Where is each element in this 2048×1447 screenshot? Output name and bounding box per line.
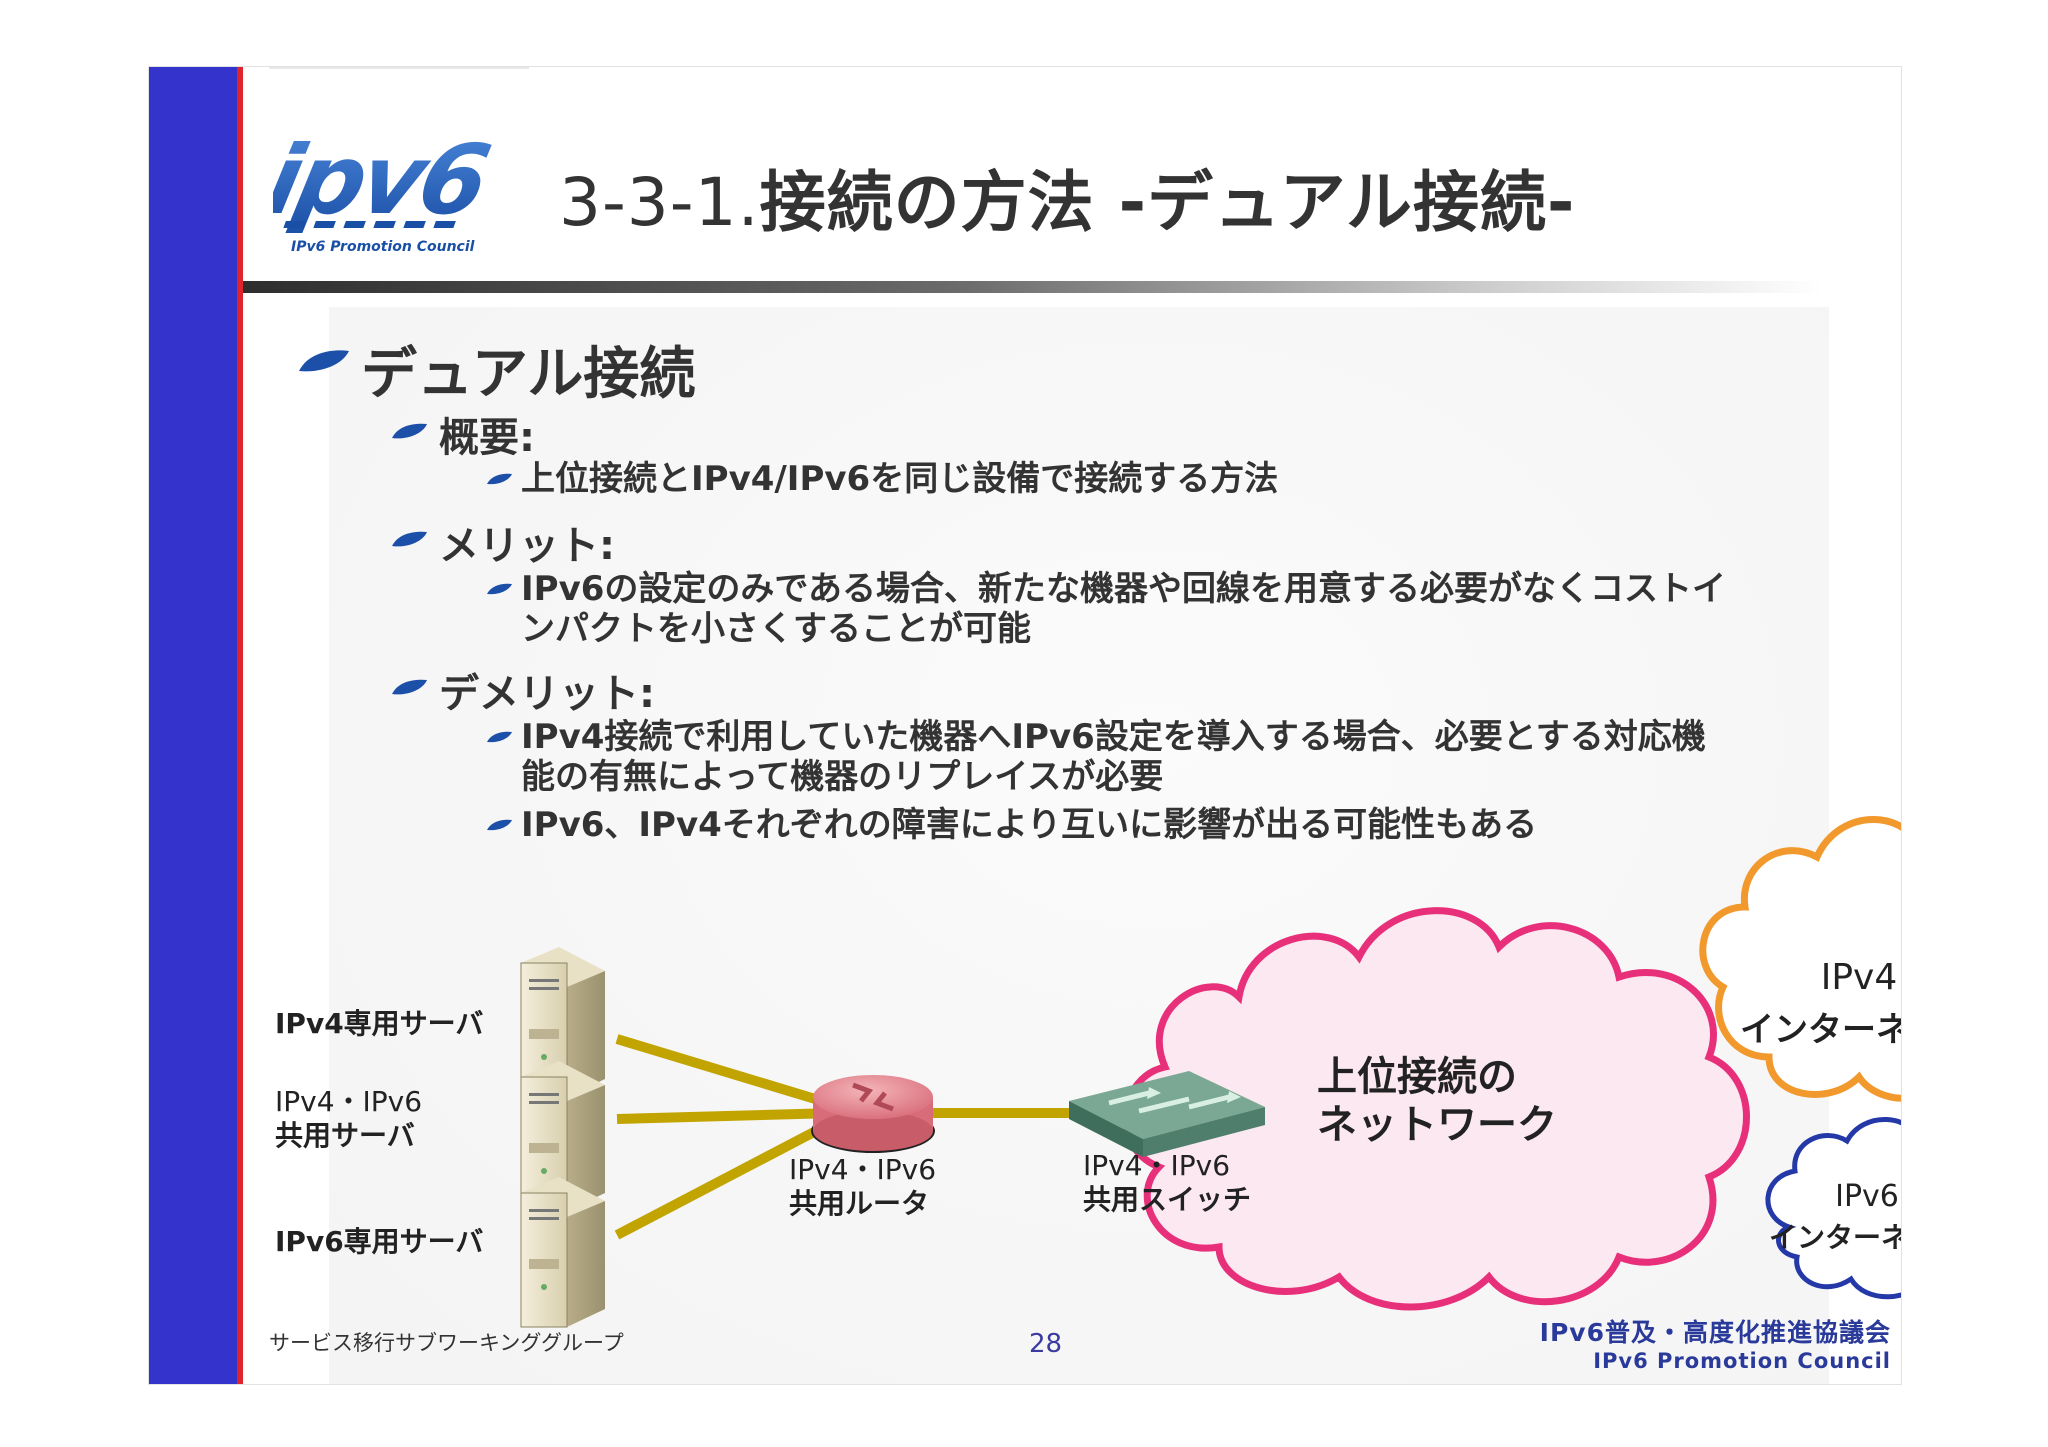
section-label: デメリット: [439, 671, 655, 717]
label-line: ネットワーク [1317, 1102, 1557, 1148]
footer-organization: IPv6普及・高度化推進協議会 IPv6 Promotion Council [1540, 1313, 1891, 1373]
bullet-leaf-icon [487, 473, 512, 485]
label-router: IPv4・IPv6 共用ルータ [789, 1153, 936, 1221]
bullet-line: 上位接続とIPv4/IPv6を同じ設備で接続する方法 [521, 459, 1279, 499]
router-icon [811, 1075, 935, 1153]
label-upstream-network: 上位接続の ネットワーク [1317, 1053, 1557, 1149]
bullet-leaf-icon [392, 531, 427, 547]
top-thin-line [269, 67, 529, 69]
upstream-cloud [1122, 907, 1750, 1311]
link-server3-router [614, 1116, 838, 1240]
section-overview: 概要: [392, 405, 535, 463]
label-line: 上位接続の [1317, 1054, 1517, 1100]
bullet-leaf-icon [392, 679, 427, 695]
bullet-line: IPv4接続で利用していた機器へIPv6設定を導入する場合、必要とする対応機 [521, 717, 1706, 757]
bullet-leaf-icon [392, 423, 427, 439]
ipv6-internet-cloud [1765, 1117, 1901, 1300]
heading-text: デュアル接続 [361, 342, 696, 407]
server-3-icon [520, 1177, 605, 1328]
link-server2-router [616, 1108, 836, 1124]
label-ipv6-server: IPv6専用サーバ [275, 1225, 484, 1258]
bullet-item: IPv4接続で利用していた機器へIPv6設定を導入する場合、必要とする対応機 能… [487, 717, 1706, 797]
label-line: IPv4・IPv6 [1083, 1149, 1231, 1182]
logo-wordmark: ipv6 [273, 141, 497, 236]
bullet-line: IPv6、IPv4それぞれの障害により互いに影響が出る可能性もある [521, 805, 1538, 845]
bullet-item: IPv6の設定のみである場合、新たな機器や回線を用意する必要がなくコストイ ンパ… [487, 569, 1727, 649]
link-server1-router [615, 1034, 837, 1110]
label-line: 共用サーバ [275, 1119, 415, 1152]
label-line: IPv4・IPv6 [789, 1153, 937, 1186]
bullet-leaf-icon [299, 350, 349, 372]
heading-dual-connection: デュアル接続 [299, 329, 696, 410]
section-label: メリット: [439, 523, 615, 569]
page-title: 3-3-1.接続の方法 -デュアル接続- [559, 149, 1575, 245]
bullet-line: ンパクトを小さくすることが可能 [521, 609, 1031, 649]
ipv4-internet-cloud [1699, 816, 1901, 1102]
title-main: 接続の方法 -デュアル接続- [759, 164, 1576, 241]
link-lines [614, 1034, 1079, 1240]
title-rule [243, 281, 1823, 293]
network-diagram [520, 816, 1901, 1328]
section-demerit: デメリット: [392, 661, 655, 719]
label-line: インターネット [1740, 1010, 1901, 1050]
label-line: 共用ルータ [789, 1187, 930, 1220]
org-name-jp: IPv6普及・高度化推進協議会 [1539, 1318, 1891, 1347]
bullet-line: IPv6の設定のみである場合、新たな機器や回線を用意する必要がなくコストイ [521, 569, 1727, 609]
bullet-leaf-icon [487, 819, 512, 831]
left-red-line [237, 67, 243, 1384]
switch-icon [1069, 1071, 1265, 1157]
org-name-en: IPv6 Promotion Council [1593, 1349, 1891, 1373]
ipv6-logo: ipv6 IPv6 Promotion Council [273, 141, 497, 255]
slide: ipv6 IPv6 Promotion Council 3-3-1.接続の方法 … [148, 66, 1902, 1385]
page-number: 28 [1029, 1329, 1063, 1359]
left-blue-bar [149, 67, 237, 1384]
logo-subtext: IPv6 Promotion Council [291, 239, 475, 255]
label-shared-server: IPv4・IPv6 共用サーバ [275, 1085, 422, 1153]
bullet-item: 上位接続とIPv4/IPv6を同じ設備で接続する方法 [487, 459, 1279, 499]
label-ipv4-server: IPv4専用サーバ [275, 1007, 484, 1040]
server-2-icon [520, 1061, 605, 1212]
label-line: 共用スイッチ [1083, 1183, 1252, 1216]
bullet-line: 能の有無によって機器のリプレイスが必要 [521, 757, 1164, 797]
footer-group-name: サービス移行サブワーキンググループ [269, 1331, 624, 1355]
logo-dot-row [283, 221, 456, 228]
section-merit: メリット: [392, 513, 615, 571]
label-ipv6-internet: IPv6 インターネット [1767, 1179, 1901, 1256]
bullet-leaf-icon [487, 731, 512, 743]
bullet-leaf-icon [487, 583, 512, 595]
label-line: IPv4・IPv6 [275, 1085, 423, 1118]
bullet-item: IPv6、IPv4それぞれの障害により互いに影響が出る可能性もある [487, 805, 1538, 845]
label-line: インターネット [1768, 1221, 1901, 1254]
title-prefix: 3-3-1. [559, 164, 760, 241]
label-switch: IPv4・IPv6 共用スイッチ [1083, 1149, 1251, 1217]
label-line: IPv6 [1835, 1179, 1899, 1214]
section-label: 概要: [439, 415, 535, 461]
label-ipv4-internet: IPv4 インターネット [1709, 957, 1901, 1051]
label-line: IPv4 [1820, 957, 1898, 998]
